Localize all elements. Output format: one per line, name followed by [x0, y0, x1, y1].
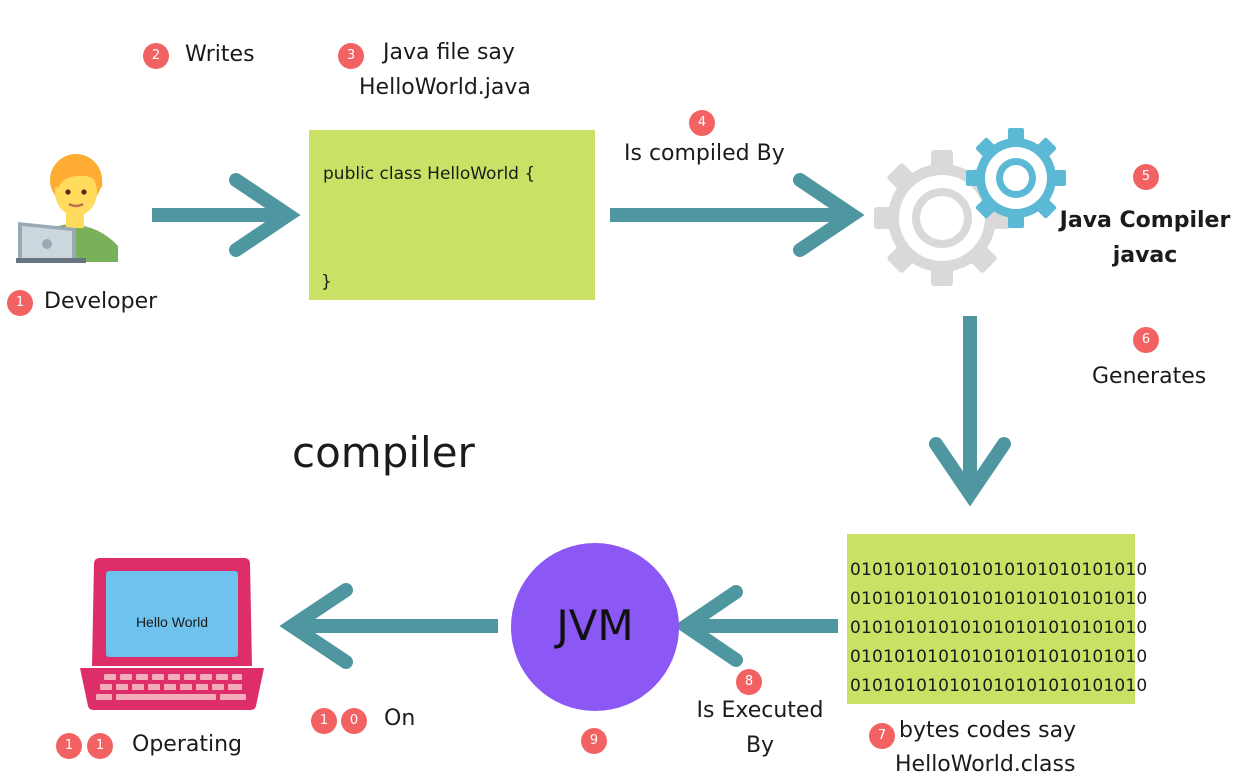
arrow-generates	[929, 316, 1011, 507]
bytecode-line: 010101010101010101010101010	[850, 676, 1148, 696]
java-file-line2: HelloWorld.java	[359, 75, 531, 100]
compiler-name: Java Compiler	[1059, 208, 1231, 233]
bytecode-lines: 010101010101010101010101010 0101010101010…	[850, 540, 1147, 701]
code-line-1: public class HelloWorld {	[323, 164, 536, 184]
bytecode-line: 010101010101010101010101010	[850, 589, 1148, 609]
executed-by-line1: Is Executed	[696, 698, 824, 723]
compiler-command: javac	[1112, 243, 1178, 268]
jvm-label: JVM	[556, 601, 634, 650]
bytecode-box: 010101010101010101010101010 0101010101010…	[847, 534, 1147, 704]
step-11-badge-a: 1	[56, 733, 82, 759]
step-9-badge: 9	[581, 728, 607, 754]
arrow-on	[279, 583, 498, 669]
arrow-writes	[152, 173, 301, 257]
developer-label: Developer	[44, 289, 158, 314]
laptop-screen-text: Hello World	[135, 614, 209, 630]
code-line-2: }	[321, 272, 332, 292]
on-label: On	[384, 706, 416, 731]
bytecode-line: 010101010101010101010101010	[850, 560, 1148, 580]
step-10-badge-b: 0	[341, 708, 367, 734]
developer-icon	[16, 154, 118, 263]
step-1-badge: 1	[7, 290, 33, 316]
executed-by-line2: By	[745, 733, 775, 758]
step-6-badge: 6	[1133, 327, 1159, 353]
gears-icon	[874, 128, 1066, 286]
bytecode-line2: HelloWorld.class	[895, 752, 1076, 777]
step-7-badge: 7	[869, 723, 895, 749]
bytecode-line: 010101010101010101010101010	[850, 618, 1148, 638]
writes-label: Writes	[185, 42, 255, 67]
arrow-compiled-by	[610, 173, 865, 257]
step-2-badge: 2	[143, 43, 169, 69]
laptop-icon	[80, 558, 264, 710]
step-4-badge: 4	[689, 110, 715, 136]
compiled-by-label: Is compiled By	[624, 141, 785, 166]
step-3-badge: 3	[338, 43, 364, 69]
source-code-box: public class HelloWorld { }	[309, 130, 595, 300]
step-5-badge: 5	[1133, 164, 1159, 190]
step-10-badge-a: 1	[311, 708, 337, 734]
bytecode-line1: bytes codes say	[899, 718, 1077, 743]
jvm-circle: JVM	[511, 543, 679, 711]
step-11-badge-b: 1	[87, 733, 113, 759]
diagram-heading: compiler	[292, 428, 475, 477]
java-file-line1: Java file say	[383, 40, 515, 65]
operating-label: Operating	[132, 732, 242, 757]
bytecode-line: 010101010101010101010101010	[850, 647, 1148, 667]
step-8-badge: 8	[736, 669, 762, 695]
arrow-executed-by	[673, 585, 838, 667]
generates-label: Generates	[1092, 364, 1207, 389]
